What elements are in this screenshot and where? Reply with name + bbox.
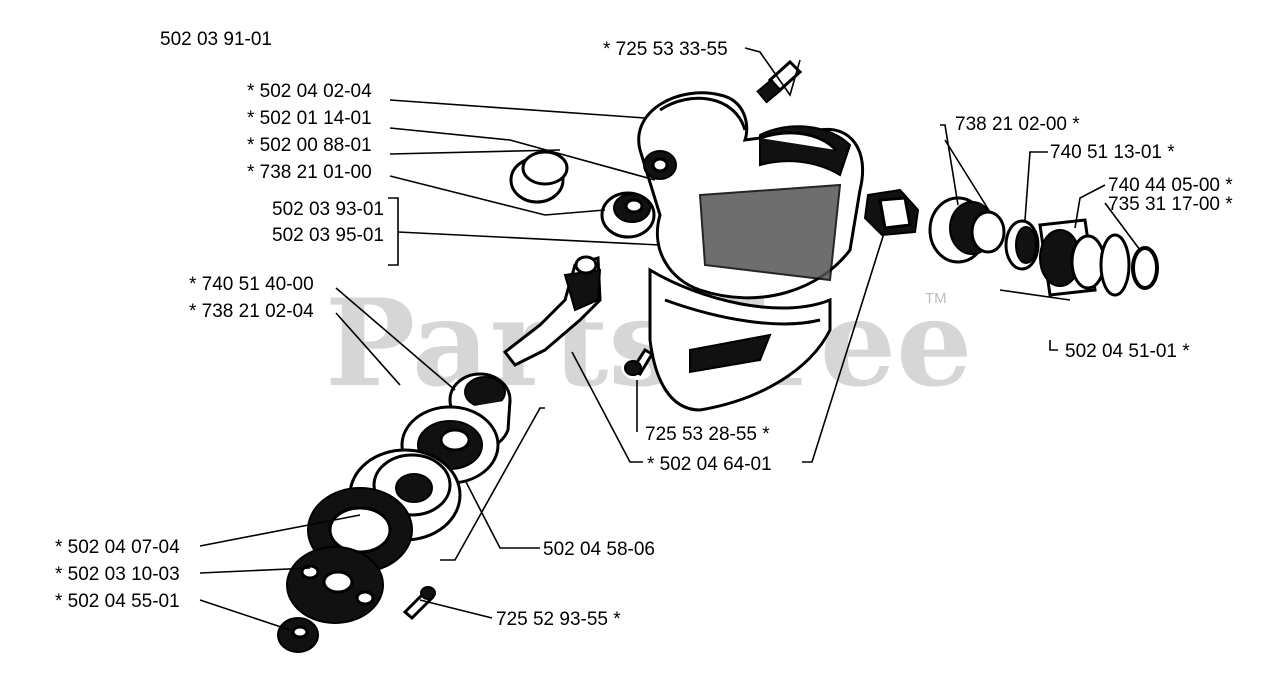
- cap-part: [1038, 218, 1131, 297]
- nut-part: [286, 546, 384, 624]
- label-725-53-33-55: * 725 53 33-55: [603, 39, 728, 60]
- label-735-31-17-00: 735 31 17-00 *: [1108, 194, 1233, 215]
- label-502-03-93-01: 502 03 93-01: [272, 199, 384, 220]
- right-bearing-part: [928, 196, 1006, 264]
- leader-lines: [199, 47, 1141, 631]
- bearing-part: [600, 191, 656, 239]
- label-738-21-02-00: 738 21 02-00 *: [955, 114, 1080, 135]
- label-502-04-55-01: * 502 04 55-01: [55, 591, 180, 612]
- label-725-52-93-55: 725 52 93-55 *: [496, 609, 621, 630]
- label-502-04-07-04: * 502 04 07-04: [55, 537, 180, 558]
- label-502-03-10-03: * 502 03 10-03: [55, 564, 180, 585]
- label-738-21-01-00: * 738 21 01-00: [247, 162, 372, 183]
- pinion-part: [863, 188, 920, 237]
- label-725-53-28-55: 725 53 28-55 *: [645, 424, 770, 445]
- diagram-title: 502 03 91-01: [160, 29, 272, 50]
- circlip-part: [1131, 246, 1159, 290]
- label-738-21-02-04: * 738 21 02-04: [189, 301, 314, 322]
- small-nut-part: [277, 617, 319, 653]
- gear-housing-part: [637, 91, 865, 300]
- label-502-03-95-01: 502 03 95-01: [272, 225, 384, 246]
- screw-guard-part: [624, 347, 655, 376]
- label-502-04-58-06: 502 04 58-06: [543, 539, 655, 560]
- label-502-04-64-01: * 502 04 64-01: [647, 454, 772, 475]
- guard-plate-part: [648, 267, 832, 412]
- label-502-01-14-01: * 502 01 14-01: [247, 108, 372, 129]
- seal-ring-part: [509, 150, 569, 204]
- label-740-44-05-00: 740 44 05-00 *: [1108, 175, 1233, 196]
- label-740-51-40-00: * 740 51 40-00: [189, 274, 314, 295]
- part-labels: 502 03 91-01 * 725 53 33-55 * 502 04 02-…: [55, 29, 1233, 630]
- label-502-04-02-04: * 502 04 02-04: [247, 81, 372, 102]
- label-740-51-13-01: 740 51 13-01 *: [1050, 142, 1175, 163]
- screw-bottom-part: [402, 586, 436, 621]
- input-shaft-part: [502, 255, 602, 367]
- bolt-top-part: [756, 59, 803, 104]
- watermark-trademark: TM: [925, 290, 947, 307]
- label-502-04-51-01: 502 04 51-01 *: [1065, 341, 1190, 362]
- label-502-00-88-01: * 502 00 88-01: [247, 135, 372, 156]
- seal-ring-right-part: [1004, 219, 1040, 271]
